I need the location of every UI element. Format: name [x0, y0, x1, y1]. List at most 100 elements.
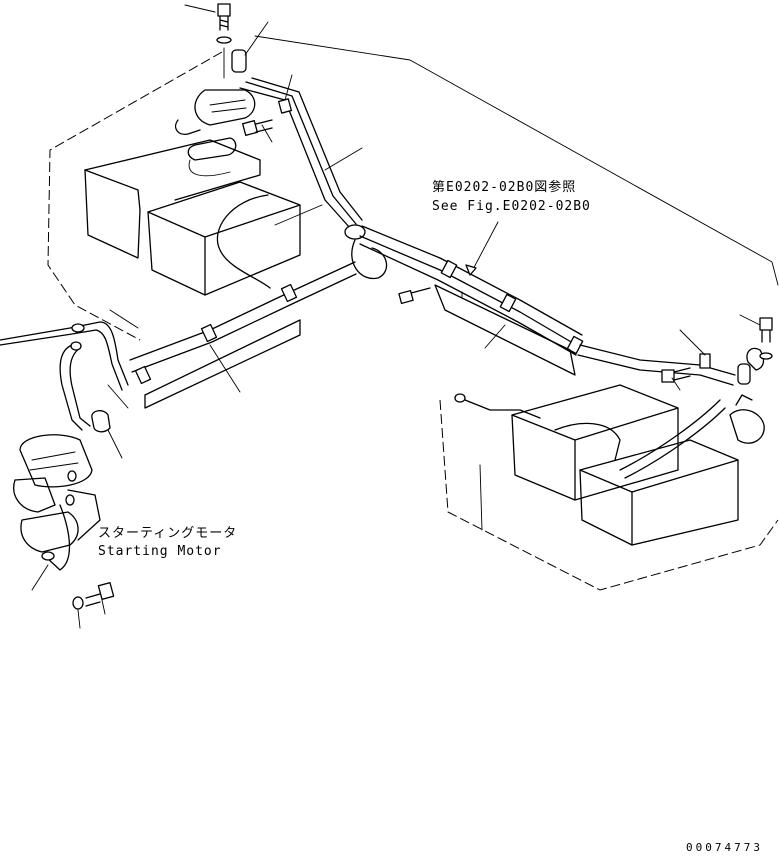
leader-cover-right: [484, 324, 506, 349]
battery-right-strap-b: [619, 399, 721, 471]
battery-right-front: [579, 439, 739, 546]
right-relay-housing: [729, 409, 765, 444]
see-fig-label-jp: 第E0202-02B0図参照: [432, 179, 576, 195]
battery-right-pair: [454, 384, 739, 546]
battery-lead-left: [216, 194, 271, 289]
battery-rear-edge: [84, 169, 141, 211]
frame-top-edge: [254, 35, 779, 286]
relay-terminal: [187, 137, 237, 161]
starting-motor: [13, 434, 101, 571]
harness-clip-3: [499, 293, 517, 313]
frame-right-base: [439, 399, 779, 591]
lower-cover-edge: [144, 319, 301, 396]
relay-bracket: [174, 119, 201, 135]
leader-long-lead: [109, 309, 139, 329]
bolt-relay: [242, 119, 273, 136]
battery-strap: [188, 159, 231, 177]
battery-right-strap-c: [624, 407, 726, 479]
lower-wire-b: [131, 273, 357, 373]
bolt-far-right-head: [759, 317, 773, 331]
harness-clip-4: [566, 335, 584, 355]
harness-wire-c: [251, 77, 363, 221]
lower-clip-1: [200, 323, 218, 343]
battery-rear-top: [84, 139, 261, 201]
leader-lower-clip: [209, 344, 241, 393]
motor-lead-terminal: [41, 551, 55, 561]
harness-right-b: [359, 235, 579, 347]
right-clip: [699, 353, 711, 369]
long-lead-terminal: [71, 323, 85, 333]
lower-clip-3: [134, 365, 152, 385]
battery-right-terminal: [454, 393, 466, 403]
leader-washer-motor: [77, 609, 81, 629]
leader-harness: [324, 147, 363, 171]
washer-top: [216, 36, 232, 44]
battery-front-top-edge: [147, 204, 301, 238]
relay-housing: [194, 89, 256, 126]
harness-wire-b: [245, 81, 357, 225]
leader-terminal-cap: [107, 429, 123, 459]
leader-starter-cable: [107, 384, 129, 409]
elbow-boot-top: [231, 49, 247, 73]
starter-cable-terminal: [70, 341, 82, 351]
bolt-top-head: [217, 3, 231, 17]
drawing-number: 00074773: [686, 841, 763, 854]
leader-motor-lead: [31, 564, 49, 591]
see-fig-label-en: See Fig.E0202-02B0: [432, 199, 591, 214]
starting-motor-label-jp: スターティングモータ: [98, 526, 237, 541]
motor-lead: [44, 504, 71, 571]
right-harness-end-a: [579, 344, 736, 376]
bolt-relay-thread: [255, 119, 273, 133]
frame-outline: [47, 35, 779, 591]
bolt-relay-head: [242, 120, 258, 136]
battery-rear-body: [84, 169, 141, 259]
harness-cover-right: [398, 284, 576, 376]
leader-battery-lead: [274, 204, 323, 226]
frame-post: [479, 464, 483, 531]
upper-relay-assembly: [174, 49, 256, 161]
harness-wire-a: [239, 87, 351, 229]
bolt-right-thread: [673, 367, 691, 381]
starting-motor-label-en: Starting Motor: [98, 544, 222, 559]
motor-ribs: [29, 451, 79, 471]
cover-right-plate: [434, 284, 576, 376]
harness-right-a: [361, 225, 583, 336]
starter-cable-b: [69, 347, 91, 427]
bolt-top: [216, 3, 232, 79]
harness-right-c: [359, 243, 577, 356]
battery-left-pair: [84, 139, 301, 296]
bolt-right-head: [661, 369, 675, 383]
lower-wire-a: [129, 261, 356, 361]
frame-left-edge: [47, 51, 223, 341]
main-harness: [239, 77, 584, 356]
bolt-motor: [72, 582, 115, 610]
leader-elbow-boot: [244, 21, 269, 56]
leader-bolt-far-right: [739, 314, 761, 326]
battery-right-rear: [511, 384, 679, 501]
see-fig-arrowhead: [465, 264, 477, 276]
washer-motor: [72, 596, 84, 610]
right-terminal-boot: [737, 363, 751, 385]
motor-stud-2: [65, 494, 75, 506]
leader-bolt-motor: [101, 599, 106, 615]
lower-clip-2: [280, 283, 298, 303]
motor-upper-body: [19, 434, 93, 488]
right-relay-assembly: [577, 317, 773, 444]
lower-cover-plate: [144, 319, 301, 409]
leader-right-clip: [679, 329, 706, 356]
bolt-cover-head: [398, 289, 414, 305]
motor-stud-1: [67, 470, 77, 482]
bolt-motor-head: [97, 582, 115, 600]
long-lead-wire-a: [0, 321, 129, 386]
leader-bolt-relay: [261, 124, 273, 143]
relay-detail: [209, 99, 247, 113]
washer-far-right: [759, 352, 773, 360]
leader-clip-1: [284, 74, 293, 101]
harness-loop: [351, 239, 388, 280]
bolt-motor-thread: [85, 593, 101, 607]
starter-cable-a: [59, 344, 83, 431]
leader-bolt-top: [184, 4, 216, 13]
lower-harness-left: [129, 194, 357, 409]
long-lead-left: [0, 321, 129, 391]
